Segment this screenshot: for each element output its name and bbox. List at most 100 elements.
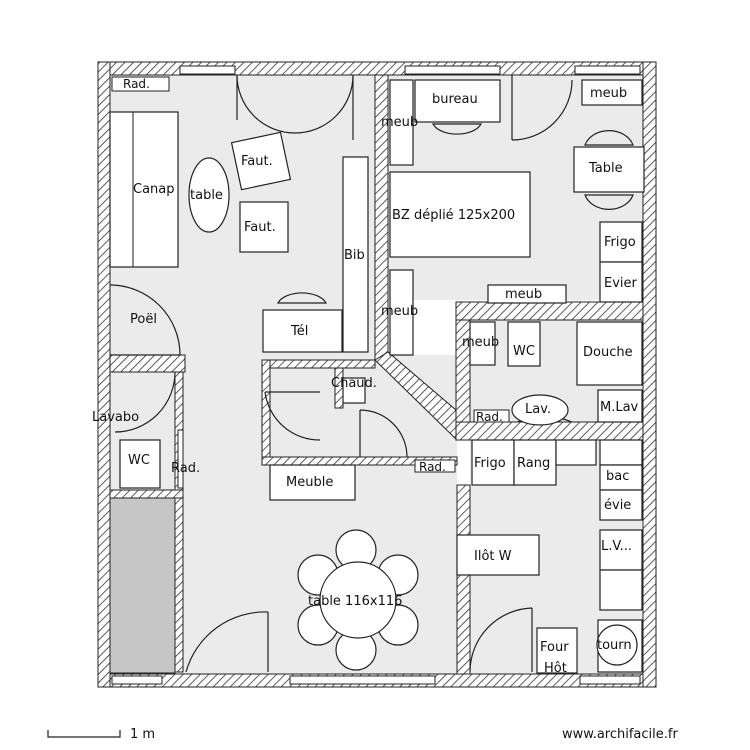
washbasin xyxy=(511,394,569,426)
label-rad-1: Rad. xyxy=(123,77,150,91)
bath-cabinet-left xyxy=(469,321,496,366)
rad-bath xyxy=(473,409,510,423)
door-hall xyxy=(264,391,321,441)
label-tourn: tourn xyxy=(597,638,632,653)
room-labels: Rad. Canap table Faut. Faut. Bib Poël Té… xyxy=(92,77,639,676)
furniture xyxy=(109,76,645,674)
label-rad-sdb: Rad. xyxy=(476,410,503,424)
wall-right xyxy=(642,61,657,688)
door-wc xyxy=(114,371,176,433)
label-meub-ch-bottom: meub xyxy=(381,304,418,319)
label-rad-wc: Rad. xyxy=(171,461,200,476)
label-canap: Canap xyxy=(133,182,175,197)
label-table-sejour: table 116x116 xyxy=(308,594,402,609)
label-evie: évie xyxy=(604,498,631,513)
coffee-table xyxy=(188,157,230,233)
table-chair-bottom xyxy=(584,194,634,210)
label-frigo-1: Frigo xyxy=(604,235,636,250)
label-lv: L.V... xyxy=(601,539,632,554)
turntable xyxy=(596,624,638,666)
sofa-bed xyxy=(389,171,531,258)
kitchen-island xyxy=(456,534,540,576)
label-meub-sdb-left: meub xyxy=(462,335,499,350)
label-douche: Douche xyxy=(583,345,633,360)
fridge-kitchen xyxy=(471,439,515,486)
wall-bath-left xyxy=(455,304,471,423)
label-poel: Poël xyxy=(130,312,157,327)
wall-wc-bottom xyxy=(109,489,184,499)
door-entrance xyxy=(185,611,269,673)
sofa xyxy=(109,111,179,268)
desk xyxy=(414,79,501,123)
label-table-cuisine: Table xyxy=(588,161,623,176)
label-faut-1: Faut. xyxy=(241,154,273,169)
dining-table xyxy=(319,561,397,639)
washing-machine xyxy=(597,389,643,423)
label-meuble: Meuble xyxy=(286,475,333,490)
windows xyxy=(111,65,641,685)
cabinet-top-right xyxy=(581,79,643,106)
label-wc-left: WC xyxy=(128,453,150,468)
sink-bac xyxy=(599,464,643,491)
door-poel xyxy=(109,284,181,356)
shower xyxy=(576,321,643,386)
bath-wc xyxy=(507,321,541,367)
label-meub-sdb-top: meub xyxy=(505,287,542,302)
label-bureau: bureau xyxy=(432,92,478,107)
window-top-1 xyxy=(179,65,236,75)
sideboard xyxy=(269,464,356,501)
bookshelf xyxy=(342,156,369,353)
door-balcony-right xyxy=(294,74,354,140)
window-bottom-3 xyxy=(579,675,641,685)
hob-grid xyxy=(599,439,643,466)
label-chaud: Chaud. xyxy=(331,376,377,391)
label-lav: Lav. xyxy=(525,402,551,417)
label-bib: Bib xyxy=(344,248,365,263)
door-kitchen xyxy=(469,607,533,673)
armchair-2 xyxy=(239,201,289,253)
bedroom-chest-bottom xyxy=(389,269,414,356)
window-bottom-1 xyxy=(111,675,163,685)
label-table-salon: table xyxy=(190,188,223,203)
rad-wc xyxy=(177,429,184,489)
label-tel: Tél xyxy=(290,324,308,339)
label-meub-top-right: meub xyxy=(590,86,627,101)
rad-living xyxy=(111,76,170,92)
table-chair-top xyxy=(584,130,634,146)
label-frigo-2: Frigo xyxy=(474,456,506,471)
scale-bar: 1 m xyxy=(47,727,155,742)
label-lavabo: Lavabo xyxy=(92,410,139,425)
window-bottom-2 xyxy=(289,675,436,685)
label-wc-sdb: WC xyxy=(513,344,535,359)
sink-top xyxy=(599,261,643,303)
bedroom-chest-top xyxy=(389,79,414,166)
door-bedroom xyxy=(511,75,573,141)
label-four: Four xyxy=(540,640,569,655)
label-hot: Hôt xyxy=(544,661,567,676)
wall-hall-left xyxy=(261,359,271,466)
oven xyxy=(536,627,578,674)
window-top-3 xyxy=(574,65,641,75)
bath-cabinet-top xyxy=(487,284,567,304)
sink-evie xyxy=(599,489,643,521)
armchair-1 xyxy=(230,131,292,191)
kitchen-unit xyxy=(599,569,643,611)
counter-top xyxy=(555,439,597,466)
window-top-2 xyxy=(404,65,501,75)
wall-hall-top xyxy=(261,359,376,369)
storage-floor xyxy=(109,497,176,674)
door-balcony-left xyxy=(236,74,296,134)
label-rad-hall: Rad. xyxy=(419,460,446,474)
desk-chair xyxy=(432,123,482,135)
wall-left xyxy=(97,61,111,688)
label-meub-ch-top: meub xyxy=(381,115,418,130)
chaud-box xyxy=(342,377,366,404)
label-evier: Evier xyxy=(604,276,638,291)
kitchen-table xyxy=(573,146,645,193)
phone-table xyxy=(262,309,343,353)
walls xyxy=(97,61,657,688)
wall-bath-top xyxy=(455,301,644,321)
dishwasher xyxy=(599,529,643,571)
wc-left xyxy=(119,439,161,489)
